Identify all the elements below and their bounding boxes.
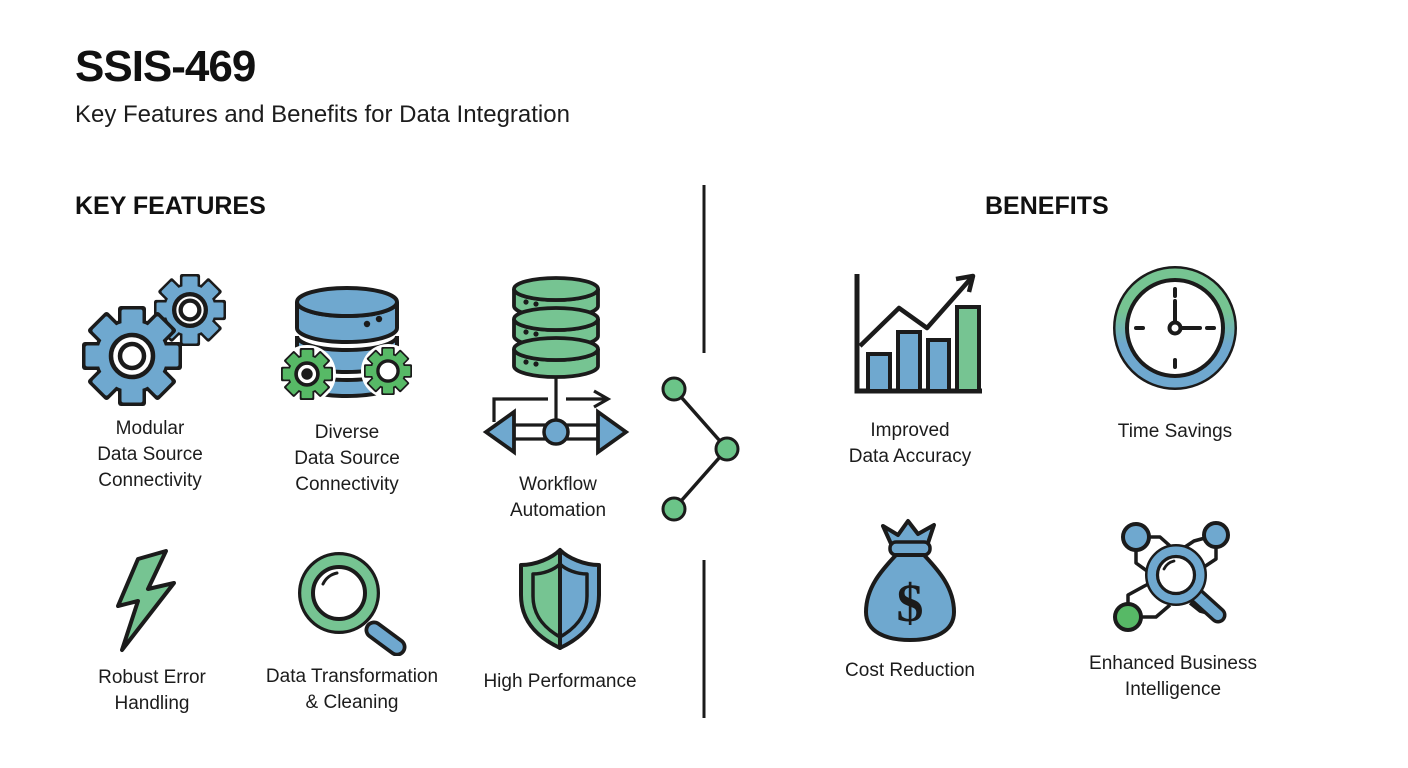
dollar-sign: $	[897, 573, 924, 633]
magnifying-glass-icon	[298, 552, 407, 656]
feature-card-data-transformation: Data Transformation & Cleaning	[247, 546, 457, 716]
gears-icon	[82, 274, 226, 406]
key-features-heading: KEY FEATURES	[75, 192, 266, 220]
section-divider	[661, 185, 740, 718]
feature-card-workflow-automation: Workflow Automation	[463, 272, 653, 524]
database-gears-icon	[278, 286, 415, 403]
feature-label: Data Transformation & Cleaning	[265, 666, 439, 713]
feature-label: Workflow Automation	[509, 474, 607, 521]
chevron-right-connector	[661, 376, 740, 522]
feature-card-error-handling: Robust Error Handling	[57, 545, 247, 717]
page-header: SSIS-469 Key Features and Benefits for D…	[75, 42, 570, 129]
page-subtitle: Key Features and Benefits for Data Integ…	[75, 101, 570, 128]
benefit-card-time-savings: Time Savings	[1075, 263, 1275, 445]
lightning-bolt-icon	[116, 549, 176, 652]
benefit-label: Improved Data Accuracy	[848, 420, 972, 467]
benefits-heading: BENEFITS	[985, 192, 1109, 220]
benefit-card-cost-reduction: $ Cost Reduction	[810, 516, 1010, 684]
feature-label: Diverse Data Source Connectivity	[294, 422, 400, 495]
benefit-card-business-intelligence: Enhanced Business Intelligence	[1073, 505, 1273, 703]
benefit-label: Enhanced Business Intelligence	[1089, 653, 1257, 700]
feature-card-diverse-connectivity: Diverse Data Source Connectivity	[252, 272, 442, 498]
benefit-label: Cost Reduction	[845, 660, 975, 681]
feature-label: Modular Data Source Connectivity	[97, 418, 203, 491]
money-bag-icon: $	[864, 519, 956, 642]
feature-card-modular-connectivity: Modular Data Source Connectivity	[55, 268, 245, 494]
growth-bar-chart-icon	[854, 273, 982, 394]
shield-icon	[519, 548, 601, 650]
clock-icon	[1113, 266, 1237, 390]
database-workflow-icon	[482, 276, 630, 456]
benefit-card-data-accuracy: Improved Data Accuracy	[810, 258, 1010, 470]
feature-label: Robust Error Handling	[98, 667, 206, 714]
network-analysis-icon	[1113, 521, 1230, 632]
feature-label: High Performance	[483, 671, 637, 692]
benefit-label: Time Savings	[1117, 421, 1233, 442]
page-title: SSIS-469	[75, 42, 256, 91]
feature-card-high-performance: High Performance	[465, 540, 655, 695]
